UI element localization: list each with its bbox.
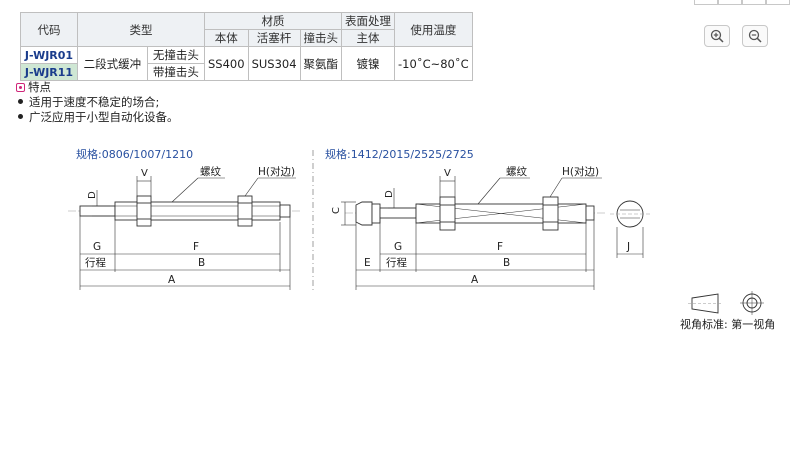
code-cell: J-WJR01 — [20, 46, 78, 64]
drawing2-label-e: E — [364, 257, 371, 269]
drawing2-label-h: H(对边) — [562, 165, 599, 178]
page-control-fragment — [694, 0, 718, 5]
drawing1-label-v: V — [141, 168, 148, 179]
feature-item: 广泛应用于小型自动化设备。 — [18, 109, 179, 125]
body-material-cell: SS400 — [204, 46, 249, 81]
page-control-fragment — [742, 0, 766, 5]
zoom-in-button[interactable] — [704, 25, 730, 47]
feature-text: 广泛应用于小型自动化设备。 — [29, 110, 179, 124]
drawing2-label-g: G — [394, 241, 402, 253]
bullet-icon — [18, 114, 23, 119]
header-main: 主体 — [341, 29, 396, 47]
drawing2-label-c: C — [331, 207, 342, 214]
striker-material-cell: 聚氨酯 — [299, 46, 343, 81]
drawing1-label-a: A — [168, 274, 176, 286]
drawing1-label-g: G — [93, 241, 101, 253]
drawing2-title: 规格:1412/2015/2525/2725 — [325, 148, 474, 161]
drawing1-label-thread: 螺纹 — [200, 165, 221, 178]
drawing1-label-h: H(对边) — [258, 165, 295, 178]
drawing1-label-stroke: 行程 — [85, 256, 106, 269]
drawing2-label-a: A — [471, 274, 479, 286]
surface-cell: 镀镍 — [341, 46, 396, 81]
drawing1-label-b: B — [198, 257, 205, 269]
subtype-cell: 带撞击头 — [146, 63, 206, 81]
page-control-fragment — [766, 0, 790, 5]
features-title-text: 特点 — [28, 80, 51, 94]
drawing2-label-b: B — [503, 257, 510, 269]
drawing2-label-thread: 螺纹 — [506, 165, 527, 178]
zoom-in-icon — [710, 29, 724, 43]
feature-marker-icon — [16, 83, 25, 92]
header-code: 代码 — [20, 12, 78, 47]
zoom-out-icon — [748, 29, 762, 43]
bullet-icon — [18, 99, 23, 104]
type-cell: 二段式缓冲 — [77, 46, 148, 81]
feature-item: 适用于速度不稳定的场合; — [18, 94, 159, 110]
drawing2-shock-absorber — [341, 176, 650, 290]
drawing2-label-stroke: 行程 — [386, 256, 407, 269]
subtype-cell: 无撞击头 — [146, 46, 206, 64]
drawing1-shock-absorber — [68, 176, 300, 290]
projection-symbol-icon — [688, 291, 764, 315]
drawing2-label-j: J — [626, 241, 630, 253]
header-temp: 使用温度 — [394, 12, 473, 47]
spec-table: 代码 类型 材质 表面处理 使用温度 本体 活塞杆 撞击头 主体 J-WJR01… — [20, 12, 473, 81]
drawing2-label-f: F — [497, 241, 503, 253]
drawing2-label-v: V — [444, 168, 451, 179]
header-surface: 表面处理 — [341, 12, 396, 30]
drawing1-label-d: D — [87, 191, 98, 199]
projection-label: 视角标准: 第一视角 — [680, 317, 775, 331]
code-cell: J-WJR11 — [20, 63, 78, 81]
temp-cell: -10˚C~80˚C — [394, 46, 473, 81]
rod-material-cell: SUS304 — [247, 46, 301, 81]
drawing2-label-d: D — [384, 190, 395, 198]
page-control-fragment — [718, 0, 742, 5]
zoom-out-button[interactable] — [742, 25, 768, 47]
header-rod: 活塞杆 — [247, 29, 301, 47]
features-title: 特点 — [16, 79, 51, 95]
header-material: 材质 — [203, 12, 343, 30]
drawing1-label-f: F — [193, 241, 199, 253]
feature-text: 适用于速度不稳定的场合; — [29, 95, 160, 109]
drawing1-title: 规格:0806/1007/1210 — [76, 148, 194, 161]
